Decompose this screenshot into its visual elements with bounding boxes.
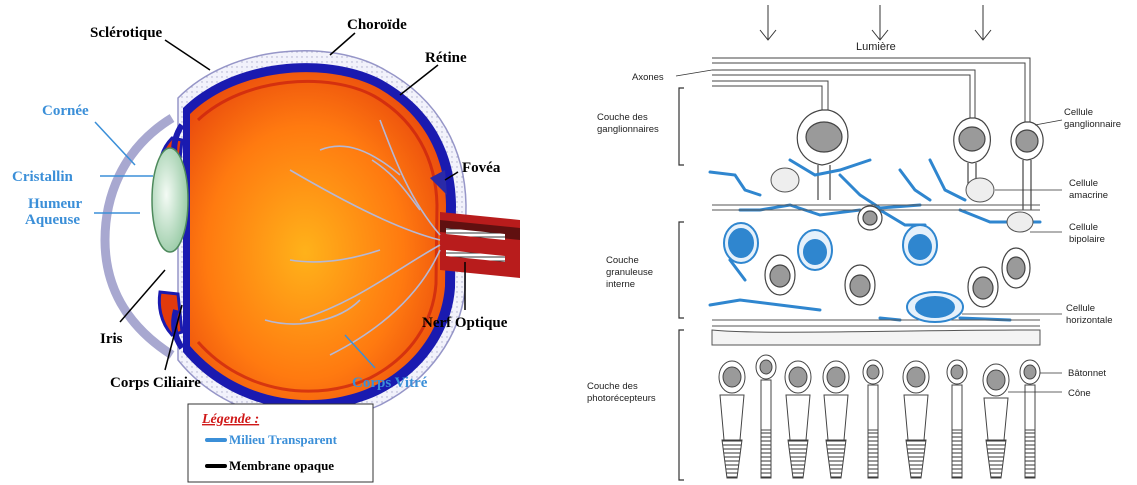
horizontal-cell bbox=[907, 292, 963, 322]
label-couche-ganglionnaires-1: Couche des bbox=[597, 112, 648, 123]
bipolar-cell bbox=[765, 255, 795, 295]
label-couche-granuleuse-1: Couche bbox=[606, 255, 639, 266]
lens-shape bbox=[152, 148, 188, 252]
label-retine: Rétine bbox=[425, 50, 467, 66]
label-couche-granuleuse-2: granuleuse bbox=[606, 267, 653, 278]
label-humeur-aqueuse-1: Humeur bbox=[28, 196, 83, 212]
cone bbox=[983, 364, 1009, 478]
bipolar-cell bbox=[798, 230, 832, 270]
bipolar-cells-blue bbox=[724, 223, 937, 270]
label-cellule-horizontale-1: Cellule bbox=[1066, 303, 1095, 314]
legend-title: Légende : bbox=[201, 412, 259, 427]
bipolar-cell bbox=[845, 265, 875, 305]
label-couche-photorecepteurs-2: photorécepteurs bbox=[587, 393, 656, 404]
bipolar-cell bbox=[968, 267, 998, 307]
rod bbox=[1020, 360, 1040, 478]
photoreceptors bbox=[719, 355, 1040, 478]
amacrine-cell bbox=[1007, 212, 1033, 232]
rod bbox=[756, 355, 776, 478]
layer-brackets bbox=[679, 88, 684, 480]
label-humeur-aqueuse-2: Aqueuse bbox=[25, 212, 80, 228]
cone bbox=[785, 361, 811, 478]
label-couche-ganglionnaires-2: ganglionnaires bbox=[597, 124, 659, 135]
ganglion-cell bbox=[797, 110, 848, 200]
label-iris: Iris bbox=[100, 331, 123, 347]
ganglion-cell bbox=[1011, 122, 1043, 210]
label-batonnet: Bâtonnet bbox=[1068, 368, 1106, 379]
label-cellule-ganglionnaire-2: ganglionnaire bbox=[1064, 119, 1121, 130]
retina-diagram: Lumière bbox=[587, 5, 1121, 480]
outer-band bbox=[712, 330, 1040, 345]
label-axones: Axones bbox=[632, 72, 664, 83]
label-cellule-horizontale-2: horizontale bbox=[1066, 315, 1112, 326]
cone bbox=[823, 361, 849, 478]
label-cellule-bipolaire-1: Cellule bbox=[1069, 222, 1098, 233]
label-sclerotique: Sclérotique bbox=[90, 25, 163, 41]
bipolar-cell bbox=[1002, 248, 1030, 288]
label-couche-photorecepteurs-1: Couche des bbox=[587, 381, 638, 392]
rod bbox=[947, 360, 967, 478]
legend-label-opaque: Membrane opaque bbox=[229, 458, 334, 473]
label-cornee: Cornée bbox=[42, 103, 89, 119]
optic-nerve-shape bbox=[440, 212, 520, 278]
cone bbox=[719, 361, 745, 478]
light-arrows bbox=[760, 5, 991, 40]
label-couche-granuleuse-3: interne bbox=[606, 279, 635, 290]
label-cone: Cône bbox=[1068, 388, 1091, 399]
legend-label-transparent: Milieu Transparent bbox=[229, 432, 338, 447]
axon-bundle bbox=[712, 58, 1030, 125]
bipolar-cell bbox=[858, 206, 882, 230]
bipolar-cell bbox=[903, 225, 937, 265]
rod bbox=[863, 360, 883, 478]
label-lumiere: Lumière bbox=[856, 41, 896, 53]
label-corps-vitre: Corps Vitré bbox=[352, 375, 428, 391]
cone bbox=[903, 361, 929, 478]
amacrine-cell bbox=[966, 178, 994, 202]
amacrine-cell bbox=[771, 168, 799, 192]
label-nerf-optique: Nerf Optique bbox=[422, 315, 508, 331]
label-choroide: Choroïde bbox=[347, 17, 407, 33]
eye-diagram: Sclérotique Choroïde Rétine Cornée Crist… bbox=[12, 17, 520, 482]
label-cristallin: Cristallin bbox=[12, 169, 73, 185]
label-cellule-amacrine-2: amacrine bbox=[1069, 190, 1108, 201]
label-fovea: Fovéa bbox=[462, 160, 501, 176]
label-corps-ciliaire: Corps Ciliaire bbox=[110, 375, 201, 391]
legend: Légende : Milieu Transparent Membrane op… bbox=[188, 404, 373, 482]
label-cellule-bipolaire-2: bipolaire bbox=[1069, 234, 1105, 245]
label-cellule-ganglionnaire-1: Cellule bbox=[1064, 107, 1093, 118]
bipolar-cell bbox=[724, 223, 758, 263]
label-cellule-amacrine-1: Cellule bbox=[1069, 178, 1098, 189]
